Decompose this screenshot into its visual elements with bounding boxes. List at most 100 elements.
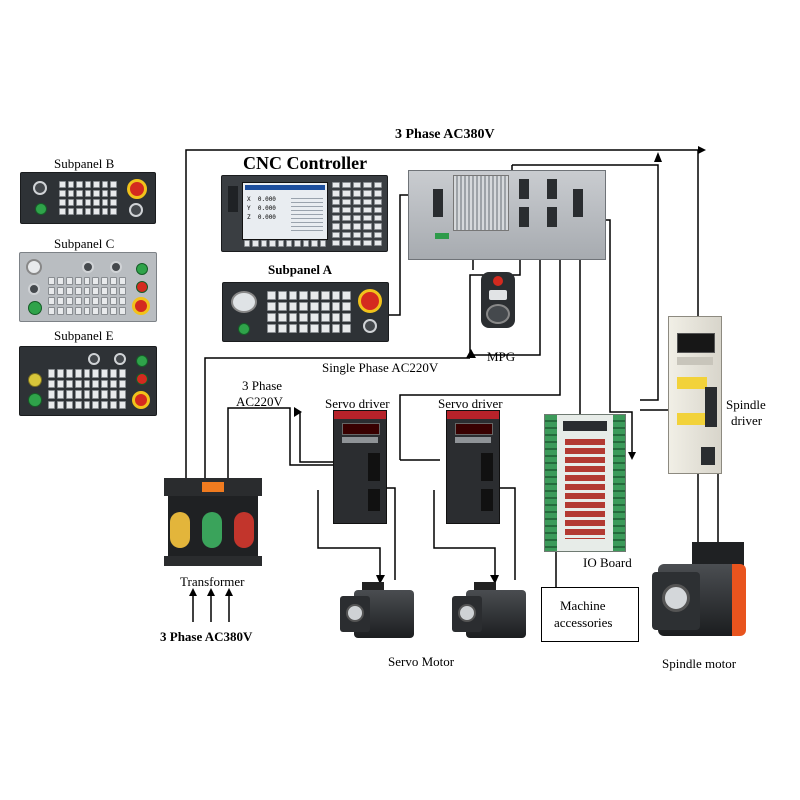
knob-icon xyxy=(82,261,94,273)
estop-icon xyxy=(493,276,503,286)
subpanel-e xyxy=(19,346,157,416)
io-terminal-right xyxy=(613,415,625,551)
connector-icon xyxy=(368,489,380,511)
motor-connector-icon xyxy=(362,582,384,592)
io-connector-icon xyxy=(563,421,607,431)
cnc-controller-title: CNC Controller xyxy=(243,153,368,173)
z-value: 0.000 xyxy=(257,214,276,221)
mpg-label: MPG xyxy=(487,349,516,364)
three-phase-220-label-1: 3 Phase xyxy=(242,378,283,393)
subpanel-a xyxy=(222,282,389,342)
knob-icon xyxy=(110,261,122,273)
subpanel-c-label: Subpanel C xyxy=(54,236,115,251)
servo-driver-2 xyxy=(446,410,500,524)
terminal-icon xyxy=(202,482,224,492)
servo-red-band xyxy=(334,411,386,419)
spindle-driver-label-2: driver xyxy=(731,413,763,428)
x-label: X xyxy=(247,196,251,203)
key-grid xyxy=(267,291,351,333)
subpanel-e-label: Subpanel E xyxy=(54,328,114,343)
controller-keypad xyxy=(332,182,382,246)
spindle-orange-cap xyxy=(732,564,746,636)
cnc-controller-unit: X 0.000 Y 0.000 Z 0.000 xyxy=(221,175,388,252)
connector-icon xyxy=(433,189,443,217)
servo-motor-label: Servo Motor xyxy=(388,654,455,669)
selector-icon xyxy=(489,290,507,300)
transformer-base xyxy=(164,556,262,566)
z-label: Z xyxy=(247,214,251,221)
servo-motor-1 xyxy=(340,582,416,646)
connector-icon xyxy=(519,207,529,227)
emergency-stop-icon xyxy=(127,179,147,199)
controller-back-panel xyxy=(408,170,606,260)
connector-icon xyxy=(547,207,557,227)
io-board-label: IO Board xyxy=(583,555,632,570)
usb-slot-icon xyxy=(228,186,238,212)
single-phase-label: Single Phase AC220V xyxy=(322,360,439,375)
servo-driver-1 xyxy=(333,410,387,524)
io-board xyxy=(544,414,626,552)
knob-icon xyxy=(88,353,100,365)
knob-icon xyxy=(129,203,143,217)
connector-icon xyxy=(481,453,493,481)
servo-driver-1-label: Servo driver xyxy=(325,396,390,411)
subpanel-a-label: Subpanel A xyxy=(268,262,332,277)
spindle-display-icon xyxy=(677,333,715,353)
green-button-icon xyxy=(136,355,148,367)
subpanel-b xyxy=(20,172,156,224)
warning-label-icon xyxy=(677,377,707,389)
coil-yellow-icon xyxy=(170,512,190,548)
keypad-icon xyxy=(455,437,491,443)
subpanel-c xyxy=(19,252,157,322)
screen-list xyxy=(291,195,323,233)
spindle-connector-icon xyxy=(705,387,717,427)
green-button-icon xyxy=(28,301,42,315)
knob-icon xyxy=(26,259,42,275)
power-supply-icon xyxy=(453,175,509,231)
bottom-power-label: 3 Phase AC380V xyxy=(160,629,253,644)
three-phase-220-label-2: AC220V xyxy=(236,394,283,409)
spindle-driver-label-1: Spindle xyxy=(726,397,766,412)
spindle-motor-label: Spindle motor xyxy=(662,656,737,671)
machine-accessories-label-2: accessories xyxy=(554,615,613,630)
connector-icon xyxy=(481,489,493,511)
keypad-icon xyxy=(342,437,378,443)
controller-screen: X 0.000 Y 0.000 Z 0.000 xyxy=(242,182,328,240)
led-display-icon xyxy=(455,423,493,435)
transformer-label: Transformer xyxy=(180,574,245,589)
connector-icon xyxy=(368,453,380,481)
key-grid xyxy=(59,181,117,215)
spindle-motor xyxy=(652,542,750,646)
emergency-stop-icon xyxy=(132,297,150,315)
machine-accessories-box: Machine accessories xyxy=(541,587,639,642)
green-button-icon xyxy=(238,323,250,335)
warning-label-icon xyxy=(677,413,707,425)
key-grid xyxy=(48,277,126,315)
coil-green-icon xyxy=(202,512,222,548)
top-power-label: 3 Phase AC380V xyxy=(395,127,495,142)
x-value: 0.000 xyxy=(257,196,276,203)
knob-icon xyxy=(28,283,40,295)
softkey-row xyxy=(244,240,326,247)
terminal-block-icon xyxy=(435,233,449,239)
wire-380v-top xyxy=(185,149,698,478)
screen-titlebar xyxy=(245,185,325,190)
spindle-connector-icon xyxy=(701,447,715,465)
motor-shaft-icon xyxy=(458,604,476,622)
green-button-icon xyxy=(28,393,42,407)
red-button-icon xyxy=(136,281,148,293)
transformer xyxy=(164,478,262,570)
motor-connector-icon xyxy=(474,582,496,592)
screen-coordinates: X 0.000 Y 0.000 Z 0.000 xyxy=(247,195,276,222)
motor-shaft-icon xyxy=(346,604,364,622)
spindle-driver xyxy=(668,316,722,474)
io-terminal-left xyxy=(545,415,557,551)
relay-row-icon xyxy=(565,439,605,539)
yellow-button-icon xyxy=(28,373,42,387)
red-button-icon xyxy=(136,373,148,385)
knob-icon xyxy=(114,353,126,365)
servo-red-band xyxy=(447,411,499,419)
handwheel-icon xyxy=(486,304,510,324)
emergency-stop-icon xyxy=(358,289,382,313)
knob-icon xyxy=(363,319,377,333)
